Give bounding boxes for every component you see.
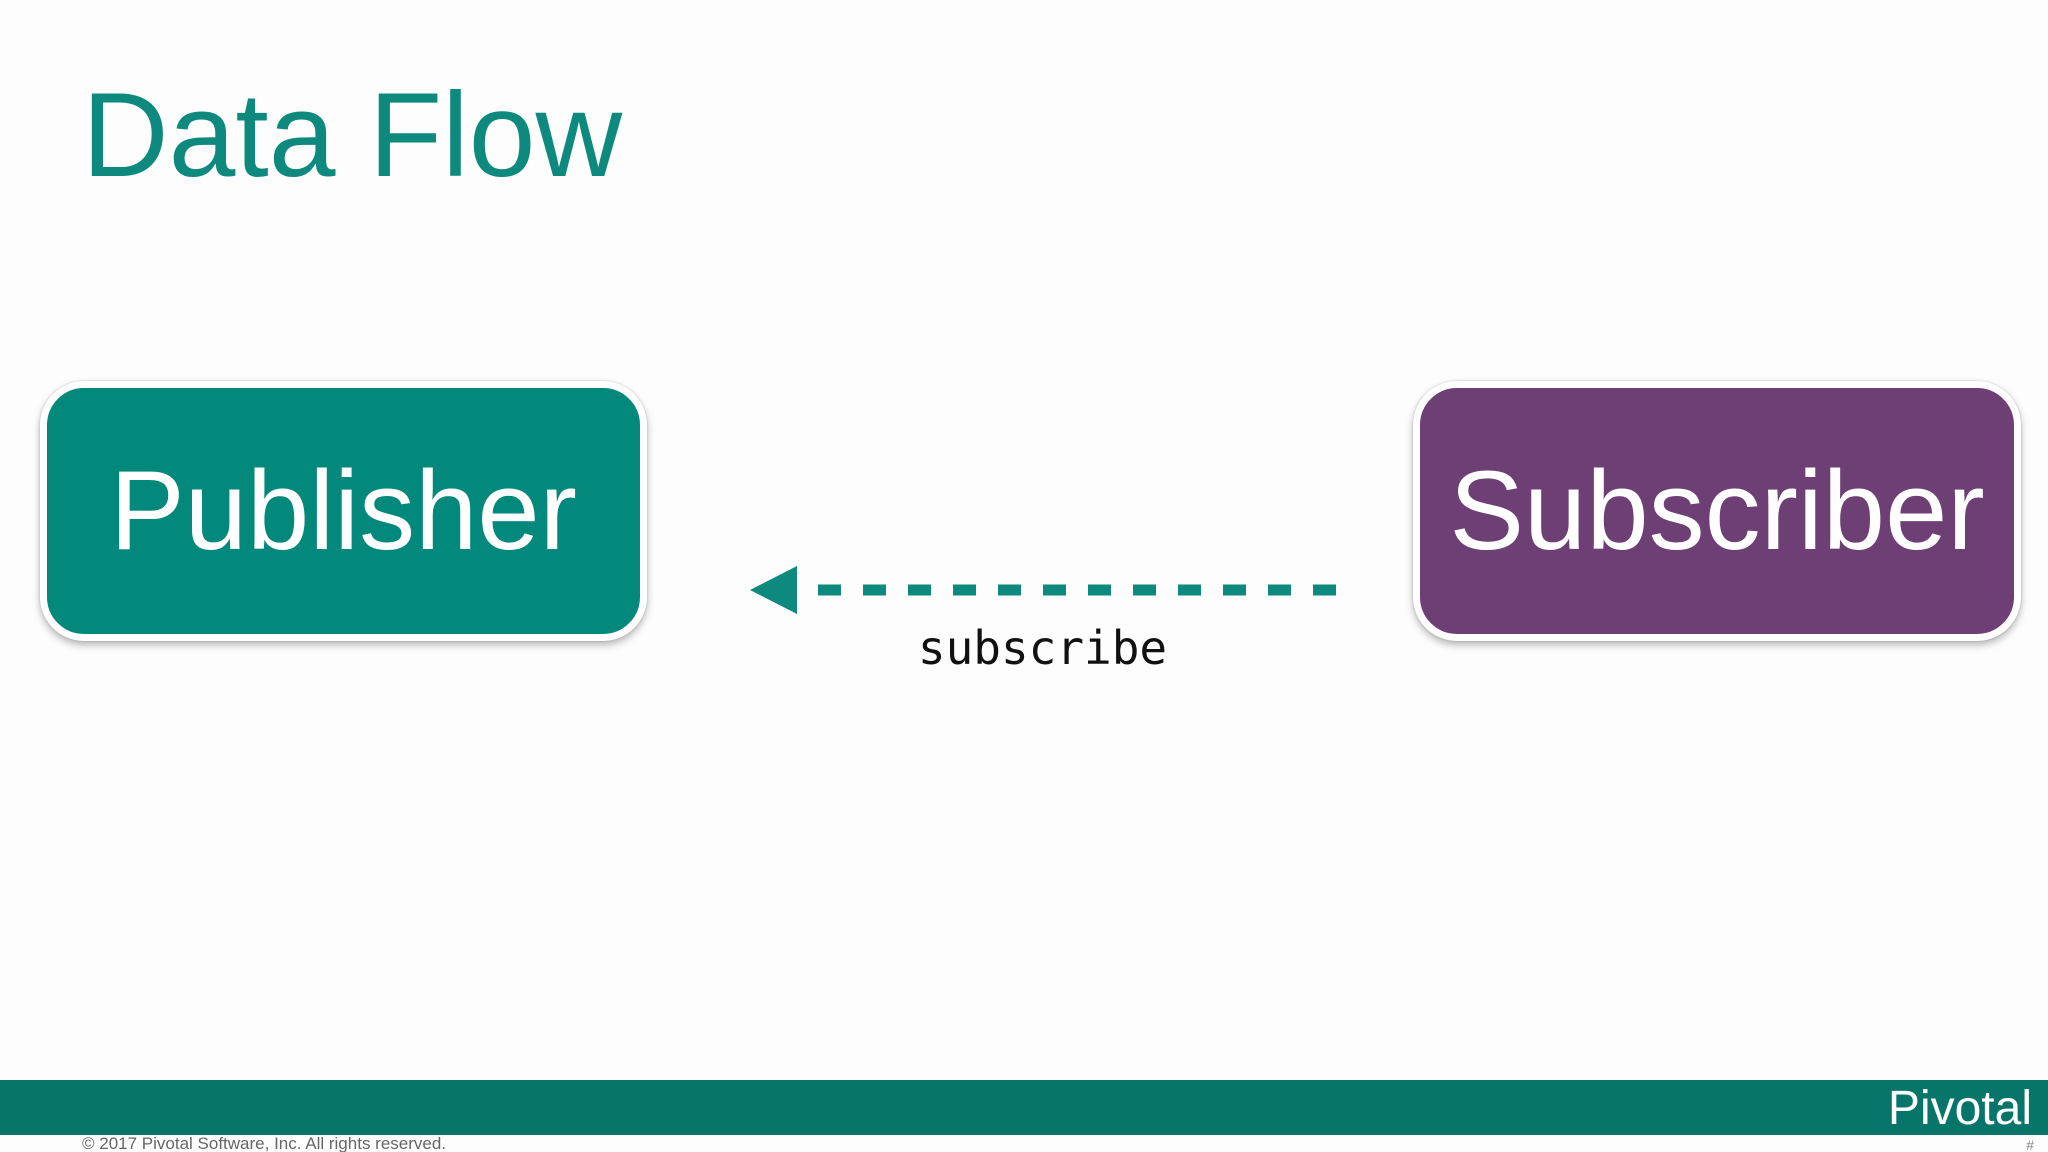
subscribe-arrowhead bbox=[750, 566, 797, 614]
publisher-label: Publisher bbox=[110, 448, 577, 573]
subscriber-label: Subscriber bbox=[1449, 448, 1985, 573]
subscriber-node: Subscriber bbox=[1413, 381, 2021, 641]
pivotal-logo: Pivotal bbox=[1887, 1082, 2032, 1135]
subscribe-label: subscribe bbox=[917, 621, 1168, 675]
slide-title: Data Flow bbox=[82, 68, 623, 202]
copyright-text: © 2017 Pivotal Software, Inc. All rights… bbox=[82, 1134, 447, 1152]
slide-number: # bbox=[2026, 1137, 2034, 1152]
publisher-node: Publisher bbox=[40, 381, 647, 641]
footer-bar bbox=[0, 1080, 2048, 1135]
